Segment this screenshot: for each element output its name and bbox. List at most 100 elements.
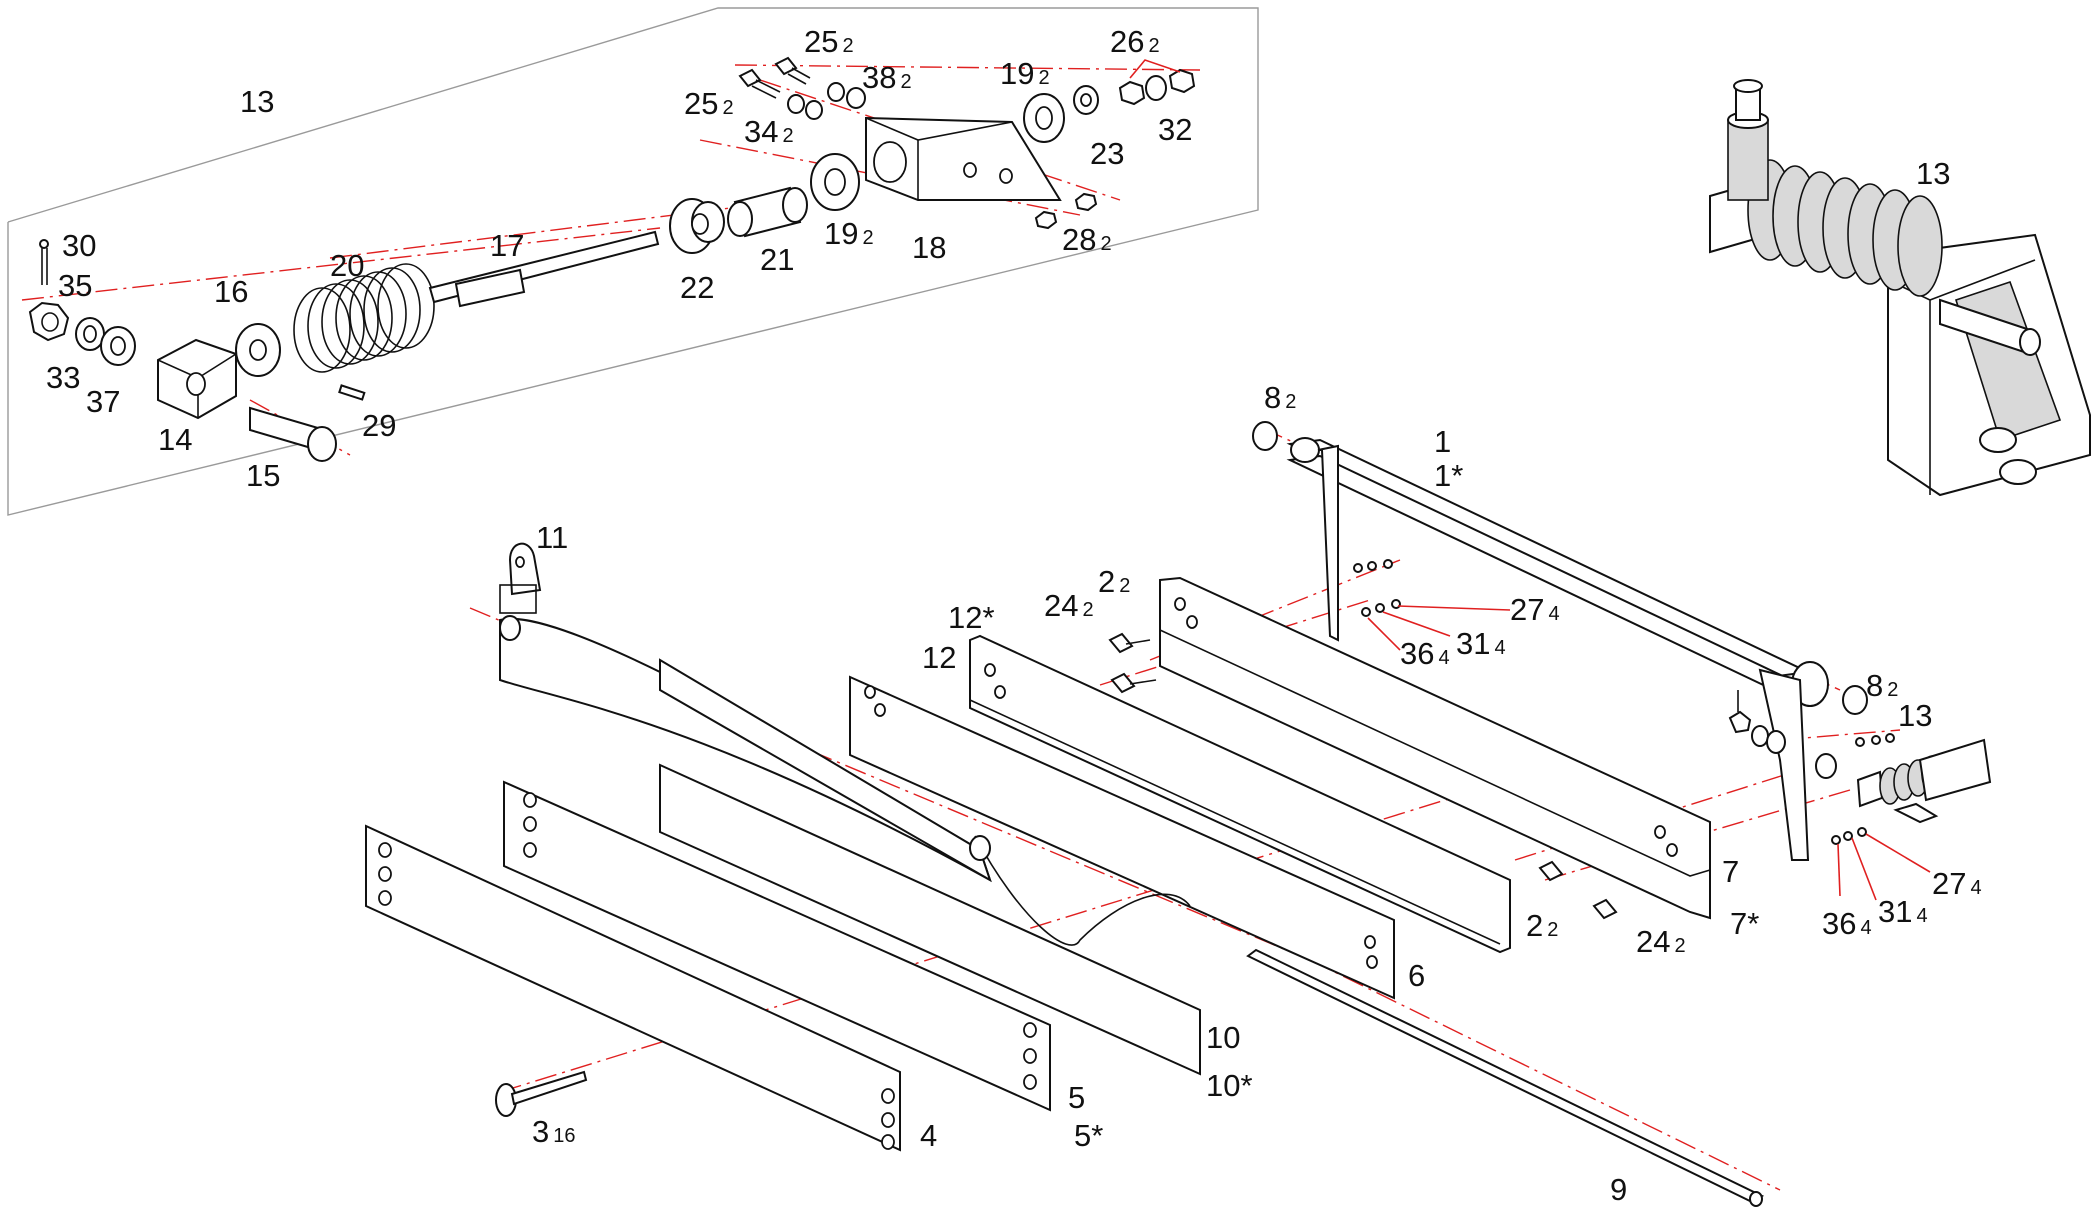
label-4: 4 [920,1118,937,1153]
label-5-star: 5* [1074,1118,1103,1153]
label-32: 32 [1158,112,1192,147]
part-1-frame [1286,437,1829,861]
part-26-washer [1145,75,1167,101]
part-24-bolt-lower [1592,898,1618,920]
part-5-wear-plate [503,780,1051,1112]
part-2-bolt-lower [1538,860,1564,882]
label-33: 33 [46,360,80,395]
label-18: 18 [912,230,946,265]
part-25-bolt-b [774,56,811,85]
part-28-nut-b [1074,192,1098,212]
label-1: 1 [1434,424,1451,459]
part-29-spring-pin [338,384,366,401]
part-2-bolt-upper [1108,632,1151,654]
label-22: 22 [680,270,714,305]
part-8-end-cap-left [1252,421,1278,451]
label-13-small: 13 [1898,698,1932,733]
part-21-sleeve [727,186,808,238]
label-10-star: 10* [1206,1068,1253,1103]
label-10: 10 [1206,1020,1240,1055]
part-35-castle-nut [28,301,70,342]
tensioner-assembled-view [1709,79,2091,497]
part-20-compression-spring [293,263,435,373]
part-10-rubber-flap [659,763,1201,1076]
label-17: 17 [490,228,524,263]
label-7-star: 7* [1730,906,1759,941]
part-7-mounting-bar [1159,576,1711,920]
label-1-star: 1* [1434,458,1463,493]
detail-inset-frame [7,7,1259,516]
label-35: 35 [58,268,92,303]
hardware-cluster-lower [1831,733,1895,845]
label-30: 30 [62,228,96,263]
scraper-roll [499,615,992,883]
part-3-carriage-bolt [495,1070,588,1117]
part-38-washer [827,82,845,102]
assembled-spring [1747,159,1943,297]
part-6-plate [849,675,1395,1000]
part-30-cotter-pin [39,239,49,285]
part-24-bolt-upper [1110,672,1157,694]
part-32-nut [1168,68,1196,94]
part-22-flange-bushing [669,198,725,254]
hardware-cluster-upper [1353,559,1401,617]
part-12-scraper-strip [969,634,1511,954]
main-assembly-view [365,421,1992,1207]
label-6: 6 [1408,958,1425,993]
label-11: 11 [536,520,568,555]
label-21: 21 [760,242,794,277]
part-25-bolt-a [738,68,781,99]
part-18-tensioner-bracket [865,116,1062,201]
label-14: 14 [158,422,192,457]
label-9: 9 [1610,1172,1627,1207]
label-15: 15 [246,458,280,493]
part-26-nut-a [1118,80,1146,106]
part-38-washer-b [846,87,866,109]
label-5: 5 [1068,1080,1085,1115]
label-13-assembled: 13 [1916,156,1950,191]
tensioner-small-view [1728,690,1992,824]
part-17-tension-rod [428,230,660,308]
label-16: 16 [214,274,248,309]
label-12: 12 [922,640,956,675]
label-29: 29 [362,408,396,443]
label-12-star: 12* [948,600,995,635]
label-7: 7 [1722,854,1739,889]
part-4-cover-plate [365,824,901,1152]
callout-labels: 13 30 35 33 37 16 20 17 14 15 29 22 21 1… [46,24,1982,1207]
part-11-hanger-plate [499,542,542,614]
part-34-washer [787,94,805,114]
part-9-shaft [1246,948,1765,1207]
label-13-detail: 13 [240,84,274,119]
part-8-end-cap-right [1842,685,1868,715]
part-28-nut-a [1034,210,1058,230]
part-15-pin [249,406,337,462]
part-14-guide-block [157,338,237,420]
tensioner-detail-view [21,56,1201,462]
part-34-washer-b [805,100,823,120]
label-37: 37 [86,384,120,419]
label-23: 23 [1090,136,1124,171]
label-20: 20 [330,248,364,283]
